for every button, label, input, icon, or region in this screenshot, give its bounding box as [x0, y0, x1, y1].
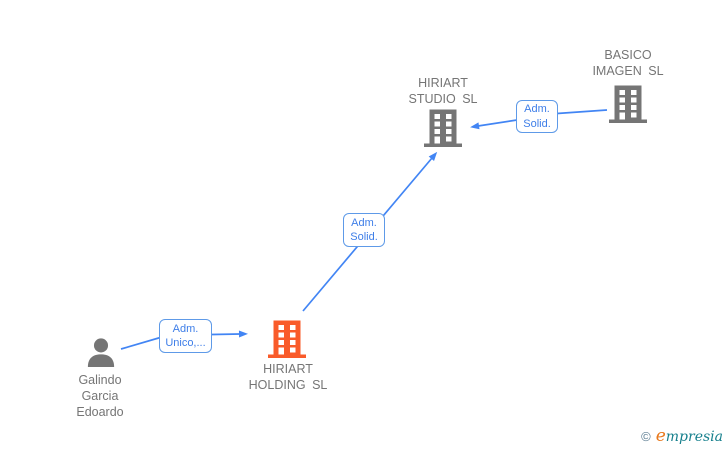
edge-label-line: Adm. [524, 103, 550, 115]
node-label-basico-imagen: BASICO IMAGEN SL [568, 47, 688, 79]
node-label-line: HOLDING SL [248, 378, 328, 392]
brand-initial: e [655, 426, 666, 446]
node-label-line: Garcia [81, 389, 119, 403]
person-icon[interactable] [85, 337, 117, 367]
edge-label-adm-unico[interactable]: Adm. Unico,... [159, 319, 212, 353]
node-label-line: IMAGEN SL [592, 64, 664, 78]
node-label-hiriart-studio: HIRIART STUDIO SL [383, 75, 503, 107]
node-label-line: HIRIART [263, 362, 313, 376]
node-label-line: Galindo [78, 373, 122, 387]
brand-text: mpresia [665, 429, 723, 445]
edge-label-line: Solid. [523, 117, 551, 130]
node-label-line: STUDIO SL [408, 92, 478, 106]
building-icon-hiriart-studio[interactable] [423, 108, 463, 148]
building-icon-hiriart-holding[interactable] [267, 319, 307, 359]
empresia-logo: © e mpresia [641, 426, 723, 446]
building-icon-basico-imagen[interactable] [608, 84, 648, 124]
copyright-icon: © [641, 429, 651, 444]
node-label-line: HIRIART [418, 76, 468, 90]
node-label-line: Edoardo [76, 405, 124, 419]
node-label-line: BASICO [604, 48, 652, 62]
edge-label-line: Unico,... [165, 337, 206, 349]
edge-label-adm-solid-basico-studio[interactable]: Adm. Solid. [516, 100, 558, 133]
edge-label-line: Adm. [351, 216, 377, 229]
node-label-hiriart-holding: HIRIART HOLDING SL [228, 361, 348, 393]
node-label-galindo: Galindo Garcia Edoardo [40, 372, 160, 420]
edge-label-line: Solid. [350, 231, 378, 243]
edge-label-adm-solid-holding-studio[interactable]: Adm. Solid. [343, 213, 385, 247]
edge-label-line: Adm. [172, 322, 199, 335]
